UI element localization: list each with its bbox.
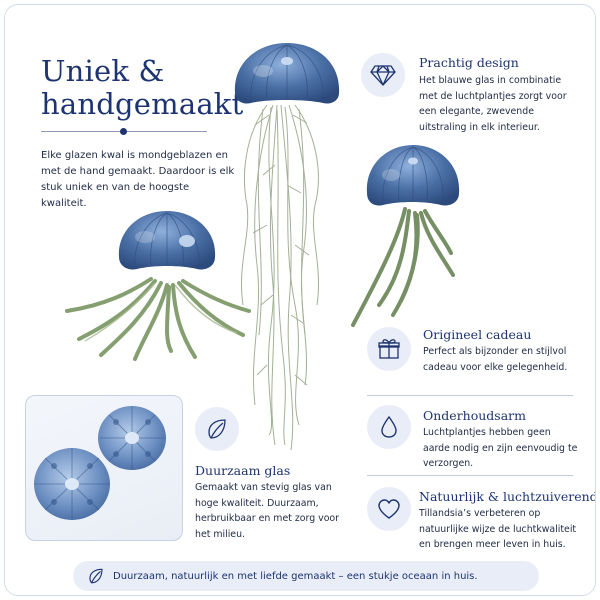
glass-piece-front [34, 448, 110, 520]
feature-title-gift: Origineel cadeau [423, 327, 532, 342]
glass-piece-back [98, 406, 166, 470]
title-line-1: Uniek & [41, 54, 165, 88]
feature-text-gift: Perfect als bijzonder en stijlvol cadeau… [423, 346, 568, 373]
title-line-2: handgemaakt [41, 87, 244, 121]
jellyfish-right [351, 145, 460, 327]
tagline-text: Duurzaam, natuurlijk en met liefde gemaa… [113, 570, 478, 582]
glass-pieces-photo [25, 395, 183, 541]
feature-title-design: Prachtig design [419, 55, 519, 70]
intro-text: Elke glazen kwal is mondgeblazen en met … [41, 150, 235, 209]
water-drop-icon [367, 405, 411, 449]
leaf-icon [79, 561, 113, 591]
jellyfish-left [65, 211, 251, 361]
gift-icon [367, 327, 411, 371]
page-title: Uniek & handgemaakt [41, 55, 261, 121]
feature-text-natural: Tillandsia’s verbeteren op natuurlijke w… [419, 508, 577, 550]
feature-text-glass: Gemaakt van stevig glas van hoge kwalite… [195, 482, 340, 540]
jellyfish-illustrations [65, 43, 460, 451]
feature-title-natural: Natuurlijk & luchtzuiverend [419, 489, 596, 504]
tagline-bar: Duurzaam, natuurlijk en met liefde gemaa… [73, 561, 539, 591]
glass-pieces-illustration [34, 406, 166, 520]
jellyfish-hanging-center [234, 43, 340, 451]
infographic-card: Uniek & handgemaakt Elke glazen kwal is … [4, 4, 596, 596]
feature-title-maintenance: Onderhoudsarm [423, 408, 526, 423]
leaf-icon [195, 407, 239, 451]
heart-icon [367, 487, 411, 531]
feature-title-glass: Duurzaam glas [195, 463, 291, 478]
feature-text-design: Het blauwe glas in combinatie met de luc… [419, 75, 567, 133]
title-divider-dot [120, 128, 127, 135]
feature-text-maintenance: Luchtplantjes hebben geen aarde nodig en… [423, 427, 578, 469]
diamond-icon [361, 53, 405, 97]
feature-separator [367, 395, 573, 396]
feature-separator [367, 475, 573, 476]
